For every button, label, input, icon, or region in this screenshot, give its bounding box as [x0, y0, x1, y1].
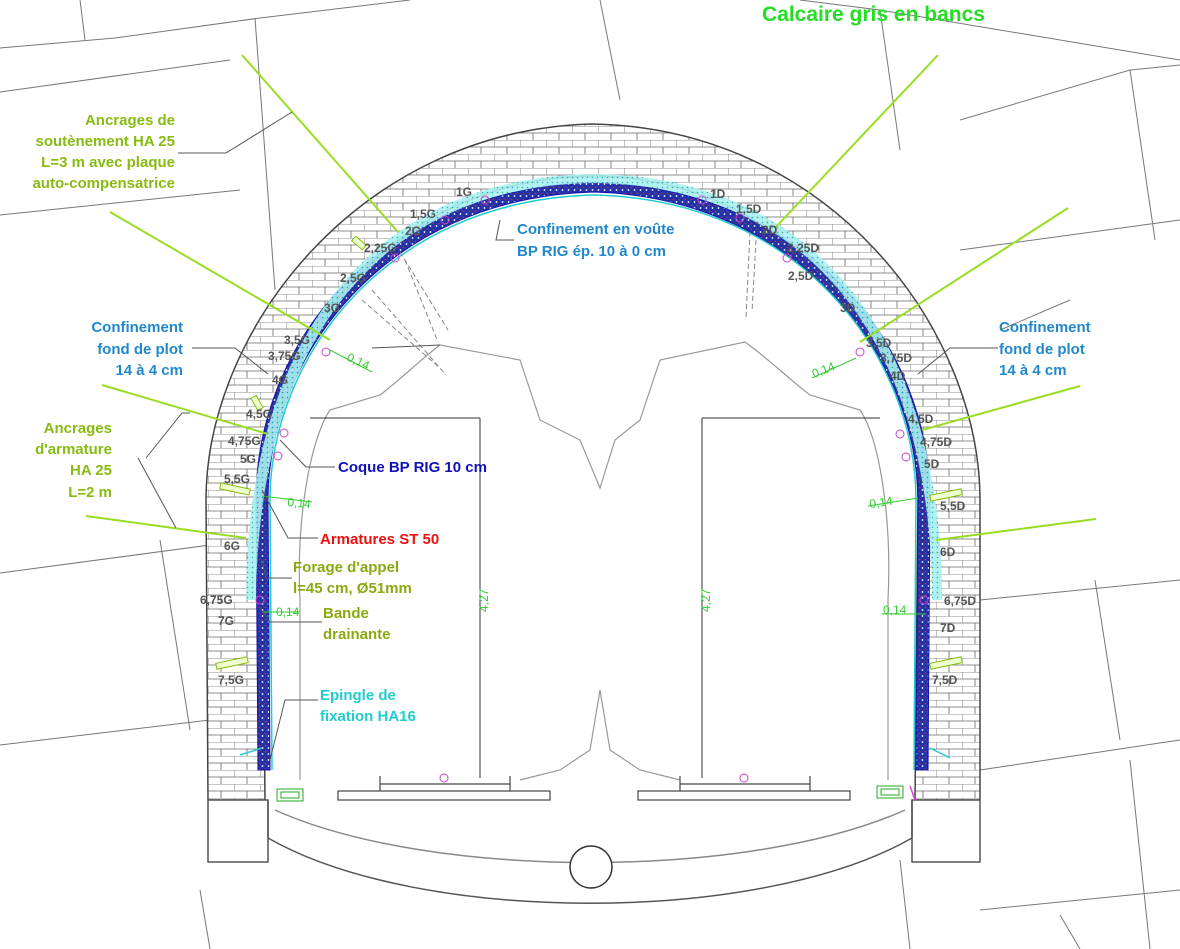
callout-line: d'armature: [35, 441, 112, 458]
callout-line: L=2 m: [68, 484, 112, 501]
station-label: 2G: [405, 224, 421, 238]
station-label: 3G: [324, 301, 340, 315]
station-label: 6,75D: [944, 594, 976, 608]
callout-line: Ancrages: [44, 420, 112, 437]
callout-armatures: Armatures ST 50: [320, 531, 439, 548]
thickness-dim: 0,14: [345, 350, 372, 373]
station-label: 3,75D: [880, 351, 912, 365]
station-label: 5,5G: [224, 472, 250, 486]
station-label: 4,5G: [246, 407, 272, 421]
callout-line: Confinement: [999, 319, 1091, 336]
station-label: 5G: [240, 452, 256, 466]
station-label: 6D: [940, 545, 956, 559]
callout-confinement-voute: Confinement en voûte BP RIG ép. 10 à 0 c…: [517, 221, 675, 260]
station-label: 4D: [890, 369, 906, 383]
station-label: 7,5G: [218, 673, 244, 687]
station-label: 3,5D: [866, 336, 892, 350]
station-label: 4G: [272, 373, 288, 387]
pipe-circle-icon: [569, 845, 613, 889]
station-label: 3,5G: [284, 333, 310, 347]
callout-line: soutènement HA 25: [36, 133, 175, 150]
station-label: 4,75D: [920, 435, 952, 449]
epingle-marker: [239, 747, 263, 756]
thickness-markers: [261, 349, 926, 615]
callout-confinement-left: Confinement fond de plot 14 à 4 cm: [91, 319, 183, 379]
rock-title: Calcaire gris en bancs: [762, 3, 985, 26]
inner-cyan-line: [269, 194, 917, 771]
callout-line: auto-compensatrice: [32, 175, 175, 192]
forage-markers: [255, 195, 929, 783]
height-dimensions: [310, 417, 880, 778]
thickness-dim: 0,14: [868, 494, 893, 511]
stations-left: 1G 1,5G 2G 2,25G 2,5G 3G 3,5G 3,75G 4G 4…: [200, 185, 472, 687]
station-label: 7D: [940, 621, 956, 635]
station-label: 2D: [762, 223, 778, 237]
callout-line: fond de plot: [999, 341, 1085, 358]
callout-line: Confinement: [91, 319, 183, 336]
anchor-plates: [215, 235, 963, 670]
height-dim-right: 4,27: [699, 588, 713, 612]
station-label: 6,75G: [200, 593, 233, 607]
callout-line: Epingle de: [320, 687, 396, 704]
drain-box-icon: [276, 788, 304, 802]
thickness-dim: 0,14: [276, 605, 300, 619]
callout-line: drainante: [323, 626, 391, 643]
track-slabs: [337, 776, 851, 801]
callout-line: HA 25: [70, 462, 112, 479]
thickness-dim: 0,14: [883, 603, 907, 617]
callout-coque: Coque BP RIG 10 cm: [338, 459, 487, 476]
station-label: 2,25G: [364, 241, 397, 255]
station-label: 5D: [924, 457, 940, 471]
station-label: 5,5D: [940, 499, 966, 513]
station-label: 4,75G: [228, 434, 261, 448]
thickness-dim: 0,14: [810, 359, 837, 381]
anchor-lines: [85, 54, 1097, 541]
station-label: 1,5D: [736, 202, 762, 216]
station-label: 3,75G: [268, 349, 301, 363]
station-label: 7,5D: [932, 673, 958, 687]
station-label: 1,5G: [410, 207, 436, 221]
callout-leaders: [137, 111, 998, 761]
station-label: 2,5D: [788, 269, 814, 283]
invert: [207, 799, 981, 904]
callout-line: 14 à 4 cm: [115, 362, 183, 379]
callout-forage: Forage d'appel l=45 cm, Ø51mm: [293, 559, 412, 597]
clearance-profile: [298, 341, 890, 781]
callout-confinement-right: Confinement fond de plot 14 à 4 cm: [999, 319, 1091, 379]
callout-line: Confinement en voûte: [517, 221, 675, 238]
callout-line: Forage d'appel: [293, 559, 399, 576]
stations-right: 1D 1,5D 2D 2,25D 2,5D 3D 3,5D 3,75D 4D 4…: [710, 187, 976, 687]
epingle-marker: [909, 785, 916, 801]
station-label: 2,25D: [787, 241, 819, 255]
station-label: 4,5D: [908, 412, 934, 426]
callout-line: l=45 cm, Ø51mm: [293, 580, 412, 597]
station-label: 3D: [840, 301, 856, 315]
callout-line: Bande: [323, 605, 369, 622]
callout-ancrages-soutenement: Ancrages de soutènement HA 25 L=3 m avec…: [32, 112, 175, 192]
drilled-anchors: [361, 231, 757, 376]
callout-line: BP RIG ép. 10 à 0 cm: [517, 243, 666, 260]
callout-line: Ancrages de: [85, 112, 175, 129]
station-label: 6G: [224, 539, 240, 553]
epingle-marker: [929, 747, 951, 759]
callout-line: fond de plot: [97, 341, 183, 358]
station-label: 1D: [710, 187, 726, 201]
callout-ancrages-armature: Ancrages d'armature HA 25 L=2 m: [35, 420, 112, 501]
station-label: 7G: [218, 614, 234, 628]
callout-line: fixation HA16: [320, 708, 416, 725]
callout-line: L=3 m avec plaque: [41, 154, 175, 171]
height-dim-left: 4,27: [477, 588, 491, 612]
station-label: 2,5G: [340, 271, 366, 285]
callout-epingle: Epingle de fixation HA16: [320, 687, 416, 725]
thickness-dim: 0,14: [287, 495, 312, 511]
drain-box-icon: [876, 785, 904, 799]
station-label: 1G: [456, 185, 472, 199]
callout-line: 14 à 4 cm: [999, 362, 1067, 379]
callout-bande: Bande drainante: [323, 605, 391, 643]
